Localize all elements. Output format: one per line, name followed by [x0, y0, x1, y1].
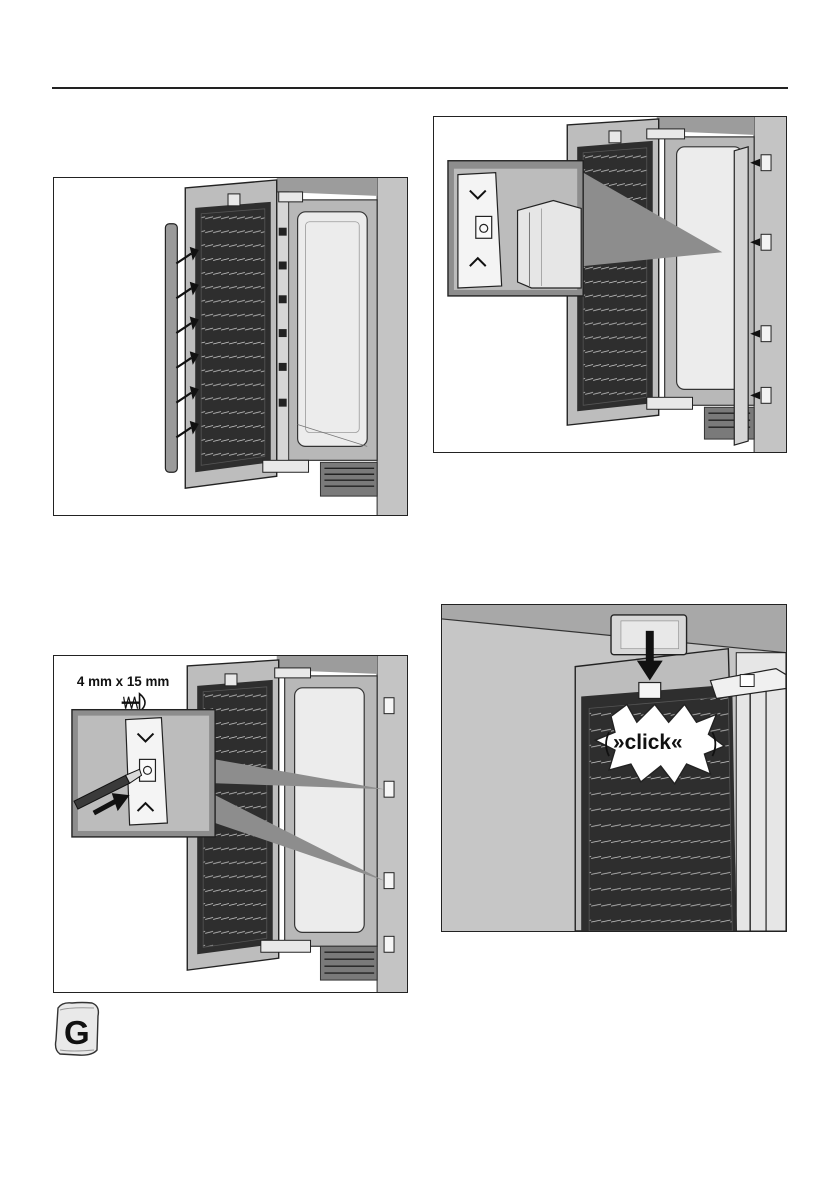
- header-rule: [52, 87, 788, 89]
- accessory-bag-icon: G: [52, 1000, 102, 1058]
- click-sound-label: »click«: [613, 731, 683, 754]
- figure-side-trim-detail-illustration: [434, 117, 786, 452]
- figure-screw-bracket-illustration: 4 mm x 15 mm: [54, 656, 407, 992]
- bag-letter: G: [64, 1014, 90, 1051]
- figure-click-clip-illustration: »click«: [442, 605, 786, 931]
- screw-spec-label: 4 mm x 15 mm: [77, 674, 169, 689]
- figure-trim-strip: [53, 177, 408, 516]
- figure-click-clip: »click«: [441, 604, 787, 932]
- figure-side-trim-detail: [433, 116, 787, 453]
- figure-trim-strip-illustration: [54, 178, 407, 515]
- figure-screw-bracket: 4 mm x 15 mm: [53, 655, 408, 993]
